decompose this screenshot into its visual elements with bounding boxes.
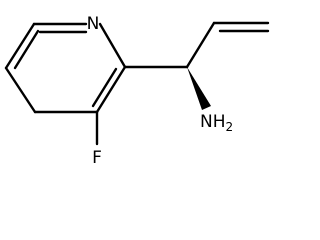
amine-nh-text: NH	[200, 112, 226, 132]
bond-n1-c2	[98, 22, 127, 69]
bond-c5-c6-inner	[13, 29, 40, 70]
nitrogen-atom-label: N	[87, 14, 100, 34]
bond-c2-c3-inner	[91, 67, 118, 108]
pyridine-ring	[4, 22, 127, 114]
fluorine-atom-label: F	[92, 148, 102, 168]
amine-group-label: NH2	[200, 112, 233, 134]
amine-subscript-text: 2	[226, 120, 234, 134]
bond-c2-c3-outer	[95, 65, 127, 114]
wedge-bond-to-amine	[187, 67, 211, 110]
bond-c4-c5	[4, 66, 37, 114]
molecule-structure-diagram: N F NH2	[4, 14, 270, 168]
bond-stereocenter-vinyl	[185, 21, 216, 69]
bond-c5-c6-outer	[4, 22, 36, 70]
